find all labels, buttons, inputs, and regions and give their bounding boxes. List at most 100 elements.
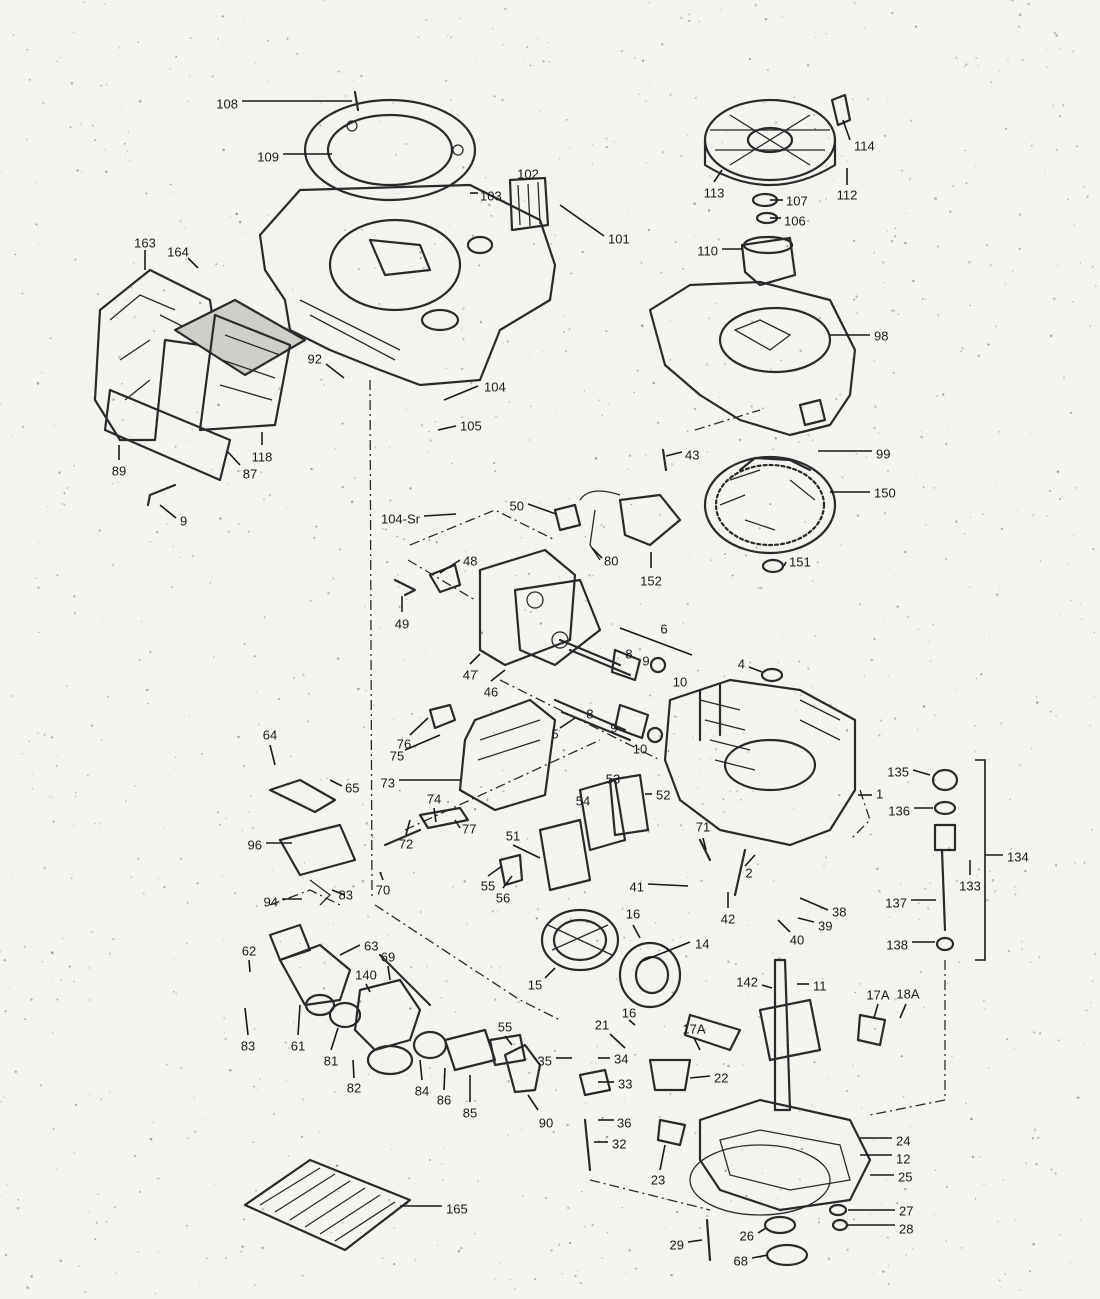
part-callout: 112	[837, 187, 858, 202]
part-callout: 84	[415, 1083, 429, 1098]
part-callout: 8	[625, 646, 632, 661]
leader-line	[693, 1037, 701, 1051]
flywheel-150	[703, 455, 837, 574]
part-callout: 5	[551, 726, 558, 741]
part-callout: 152	[640, 573, 662, 588]
part-callout: 76	[397, 736, 411, 751]
part-callout: 89	[112, 463, 126, 478]
leader-line	[912, 769, 931, 776]
leader-line	[512, 844, 541, 859]
part-callout: 90	[539, 1115, 553, 1130]
part-callout: 23	[651, 1172, 665, 1187]
part-callout: 142	[736, 974, 758, 989]
leader-line	[713, 169, 723, 183]
part-callout: 87	[243, 466, 257, 481]
part-callout: 36	[617, 1115, 631, 1130]
leader-line	[330, 1027, 339, 1051]
part-callout: 55	[481, 878, 495, 893]
part-callout: 16	[626, 906, 640, 921]
part-callout: 52	[656, 787, 670, 802]
leader-line	[339, 944, 361, 956]
part-callout: 51	[506, 828, 520, 843]
part-callout: 118	[252, 449, 273, 464]
leader-line	[423, 513, 457, 517]
part-callout: 14	[695, 936, 709, 951]
part-callout: 98	[874, 328, 888, 343]
leader-line	[379, 871, 384, 881]
part-callout: 49	[395, 616, 409, 631]
carburetor-group	[278, 943, 542, 1094]
leader-line	[419, 1059, 423, 1081]
leader-line	[899, 1003, 907, 1019]
part-callout: 113	[704, 185, 725, 200]
part-callout: 151	[789, 554, 811, 569]
leader-line	[437, 425, 457, 431]
valve-group	[553, 638, 784, 744]
part-callout: 50	[510, 498, 524, 513]
leader-line	[702, 837, 707, 851]
leader-line	[504, 1035, 513, 1046]
leader-line	[687, 1239, 703, 1243]
part-callout: 35	[538, 1053, 552, 1068]
blower-housing-98	[648, 280, 857, 437]
part-callout: 110	[697, 243, 718, 258]
crankshaft-group	[578, 958, 887, 1172]
part-callout: 46	[484, 684, 498, 699]
leader-line	[352, 1059, 355, 1079]
part-callout: 99	[876, 446, 890, 461]
leader-line	[609, 1033, 626, 1049]
leader-line	[777, 919, 791, 933]
leader-line	[799, 897, 829, 911]
leader-line	[469, 653, 481, 665]
leader-lines	[118, 100, 1003, 1259]
part-callout: 104-Sr	[381, 511, 421, 526]
leader-line	[269, 744, 276, 766]
leader-line	[331, 889, 346, 896]
leader-line	[744, 854, 756, 867]
part-callout: 55	[498, 1019, 512, 1034]
part-callout: 38	[832, 904, 846, 919]
part-callout: 104	[484, 379, 506, 394]
part-callout: 43	[685, 447, 699, 462]
leader-line	[409, 717, 429, 736]
leader-line	[297, 1004, 301, 1036]
part-callout: 63	[364, 938, 378, 953]
piston-rings-group	[540, 908, 682, 1009]
part-callout: 39	[818, 918, 832, 933]
part-callout: 68	[734, 1253, 748, 1268]
part-callout: 138	[886, 937, 908, 952]
leader-line	[454, 819, 461, 829]
leader-line	[439, 559, 461, 574]
leader-line	[443, 385, 479, 401]
leader-line	[487, 865, 503, 877]
recoil-starter-group	[703, 93, 852, 287]
leader-line	[797, 917, 815, 923]
part-callout: 70	[376, 882, 390, 897]
part-callout: 21	[595, 1017, 609, 1032]
leader-line	[490, 669, 506, 682]
part-callout: 107	[786, 193, 808, 208]
part-callout: 8	[586, 706, 593, 721]
part-callout: 33	[618, 1076, 632, 1091]
leader-line	[647, 883, 689, 887]
part-callout: 9	[642, 653, 649, 668]
part-callout: 133	[959, 878, 981, 893]
leader-line	[591, 547, 603, 559]
part-callout: 22	[714, 1070, 728, 1085]
part-callout: 62	[242, 943, 256, 958]
leader-line	[757, 1227, 767, 1234]
leader-line	[365, 983, 371, 993]
part-callout: 61	[291, 1038, 305, 1053]
part-callout: 135	[887, 764, 909, 779]
part-callout: 75	[390, 748, 404, 763]
part-callout: 41	[630, 879, 644, 894]
leader-line	[405, 819, 411, 836]
air-filter-group	[93, 268, 307, 507]
leader-line	[527, 503, 557, 515]
part-callout: 83	[241, 1038, 255, 1053]
leader-line	[404, 734, 441, 751]
part-callout: 12	[896, 1151, 910, 1166]
part-callout: 48	[463, 553, 477, 568]
